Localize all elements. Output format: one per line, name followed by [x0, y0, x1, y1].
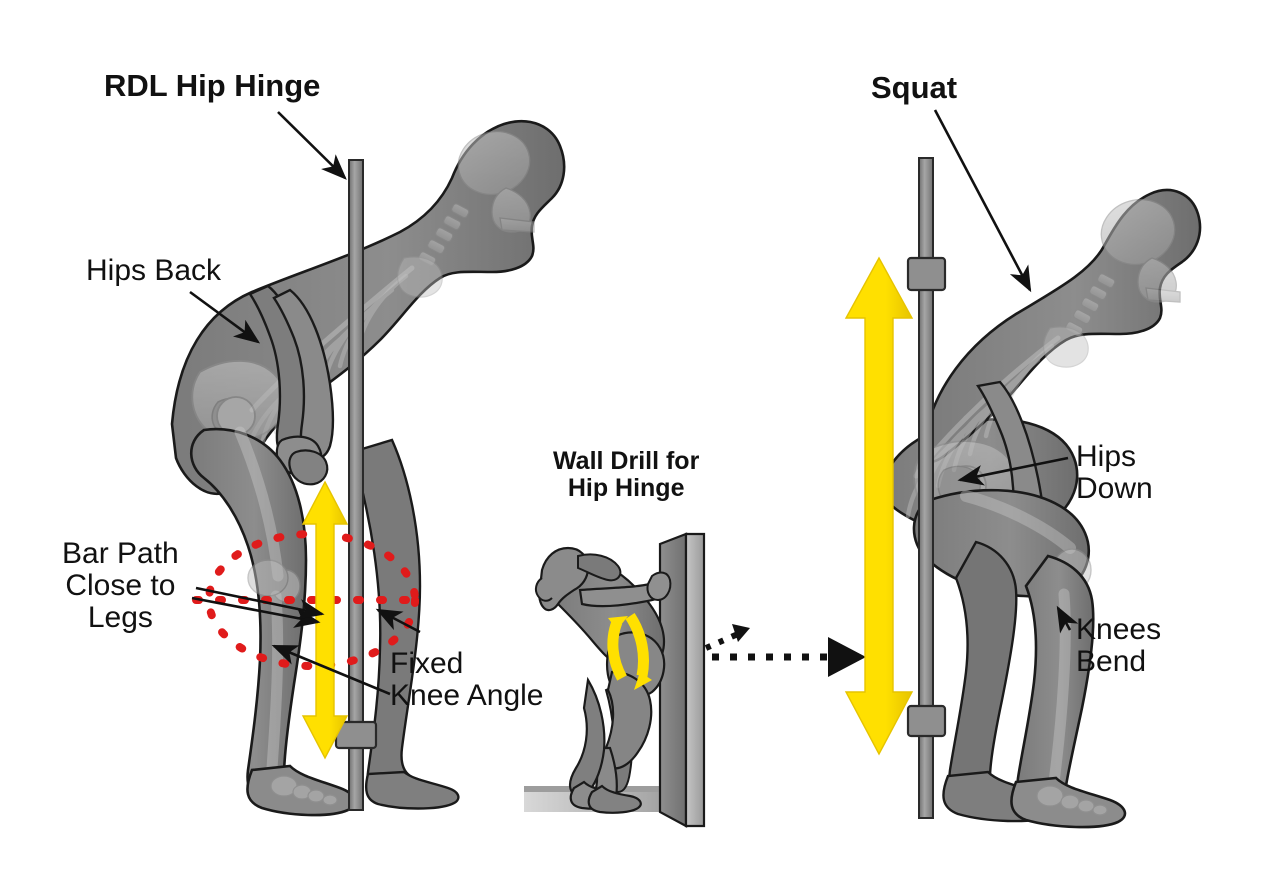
hips-back-label: Hips Back	[86, 254, 222, 287]
rdl-hip-hinge-title: RDL Hip Hinge	[104, 68, 321, 103]
knee-highlight-ellipse	[205, 530, 419, 670]
right-vertical-range-arrow	[844, 256, 914, 756]
left-barbell	[334, 159, 378, 811]
left-vertical-range-arrow	[301, 480, 349, 760]
wall-drill-title: Wall Drill for Hip Hinge	[553, 447, 700, 502]
secondary-dotted-arrow	[704, 624, 750, 651]
right-leader-lines	[933, 109, 1079, 634]
wall-drill-scene	[524, 532, 706, 828]
left-fixed-knee-leader	[271, 608, 421, 696]
squat-figure	[881, 188, 1202, 829]
left-bar-path-leader	[195, 586, 325, 620]
bar-path-close-to-legs-label: Bar Path Close to Legs	[62, 537, 179, 634]
wall-drill-figure	[534, 546, 672, 814]
hip-hinge-curved-arrow	[607, 612, 652, 690]
rdl-figure	[170, 119, 566, 817]
squat-title: Squat	[871, 70, 958, 105]
right-barbell	[906, 157, 947, 819]
knees-bend-label: Knees Bend	[1076, 613, 1162, 678]
transfer-dotted-arrow	[712, 637, 866, 677]
hips-down-label: Hips Down	[1076, 440, 1153, 505]
fixed-knee-angle-label: Fixed Knee Angle	[390, 647, 544, 712]
